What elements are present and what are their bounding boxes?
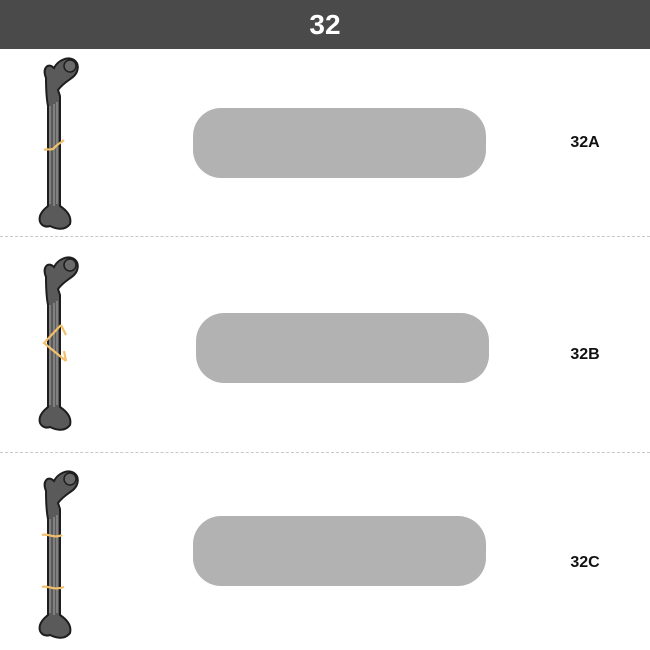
classification-code: 32B [570, 346, 600, 363]
femur-wedge-fracture-icon [38, 256, 79, 431]
classification-code: 32A [570, 134, 600, 151]
row-divider [0, 236, 650, 237]
classification-pill [193, 108, 486, 178]
classification-code: 32C [570, 554, 600, 571]
header-bar: 32 [0, 0, 650, 49]
classification-row-32c: 32C [0, 453, 650, 650]
row-divider [0, 452, 650, 453]
page-title: 32 [309, 8, 341, 40]
classification-row-32b: 32B [0, 237, 650, 452]
femur-complex-fracture-icon [38, 470, 79, 639]
classification-pill [196, 313, 489, 383]
femur-simple-fracture-icon [38, 57, 79, 230]
classification-row-32a: 32A [0, 49, 650, 236]
classification-pill [193, 516, 486, 586]
